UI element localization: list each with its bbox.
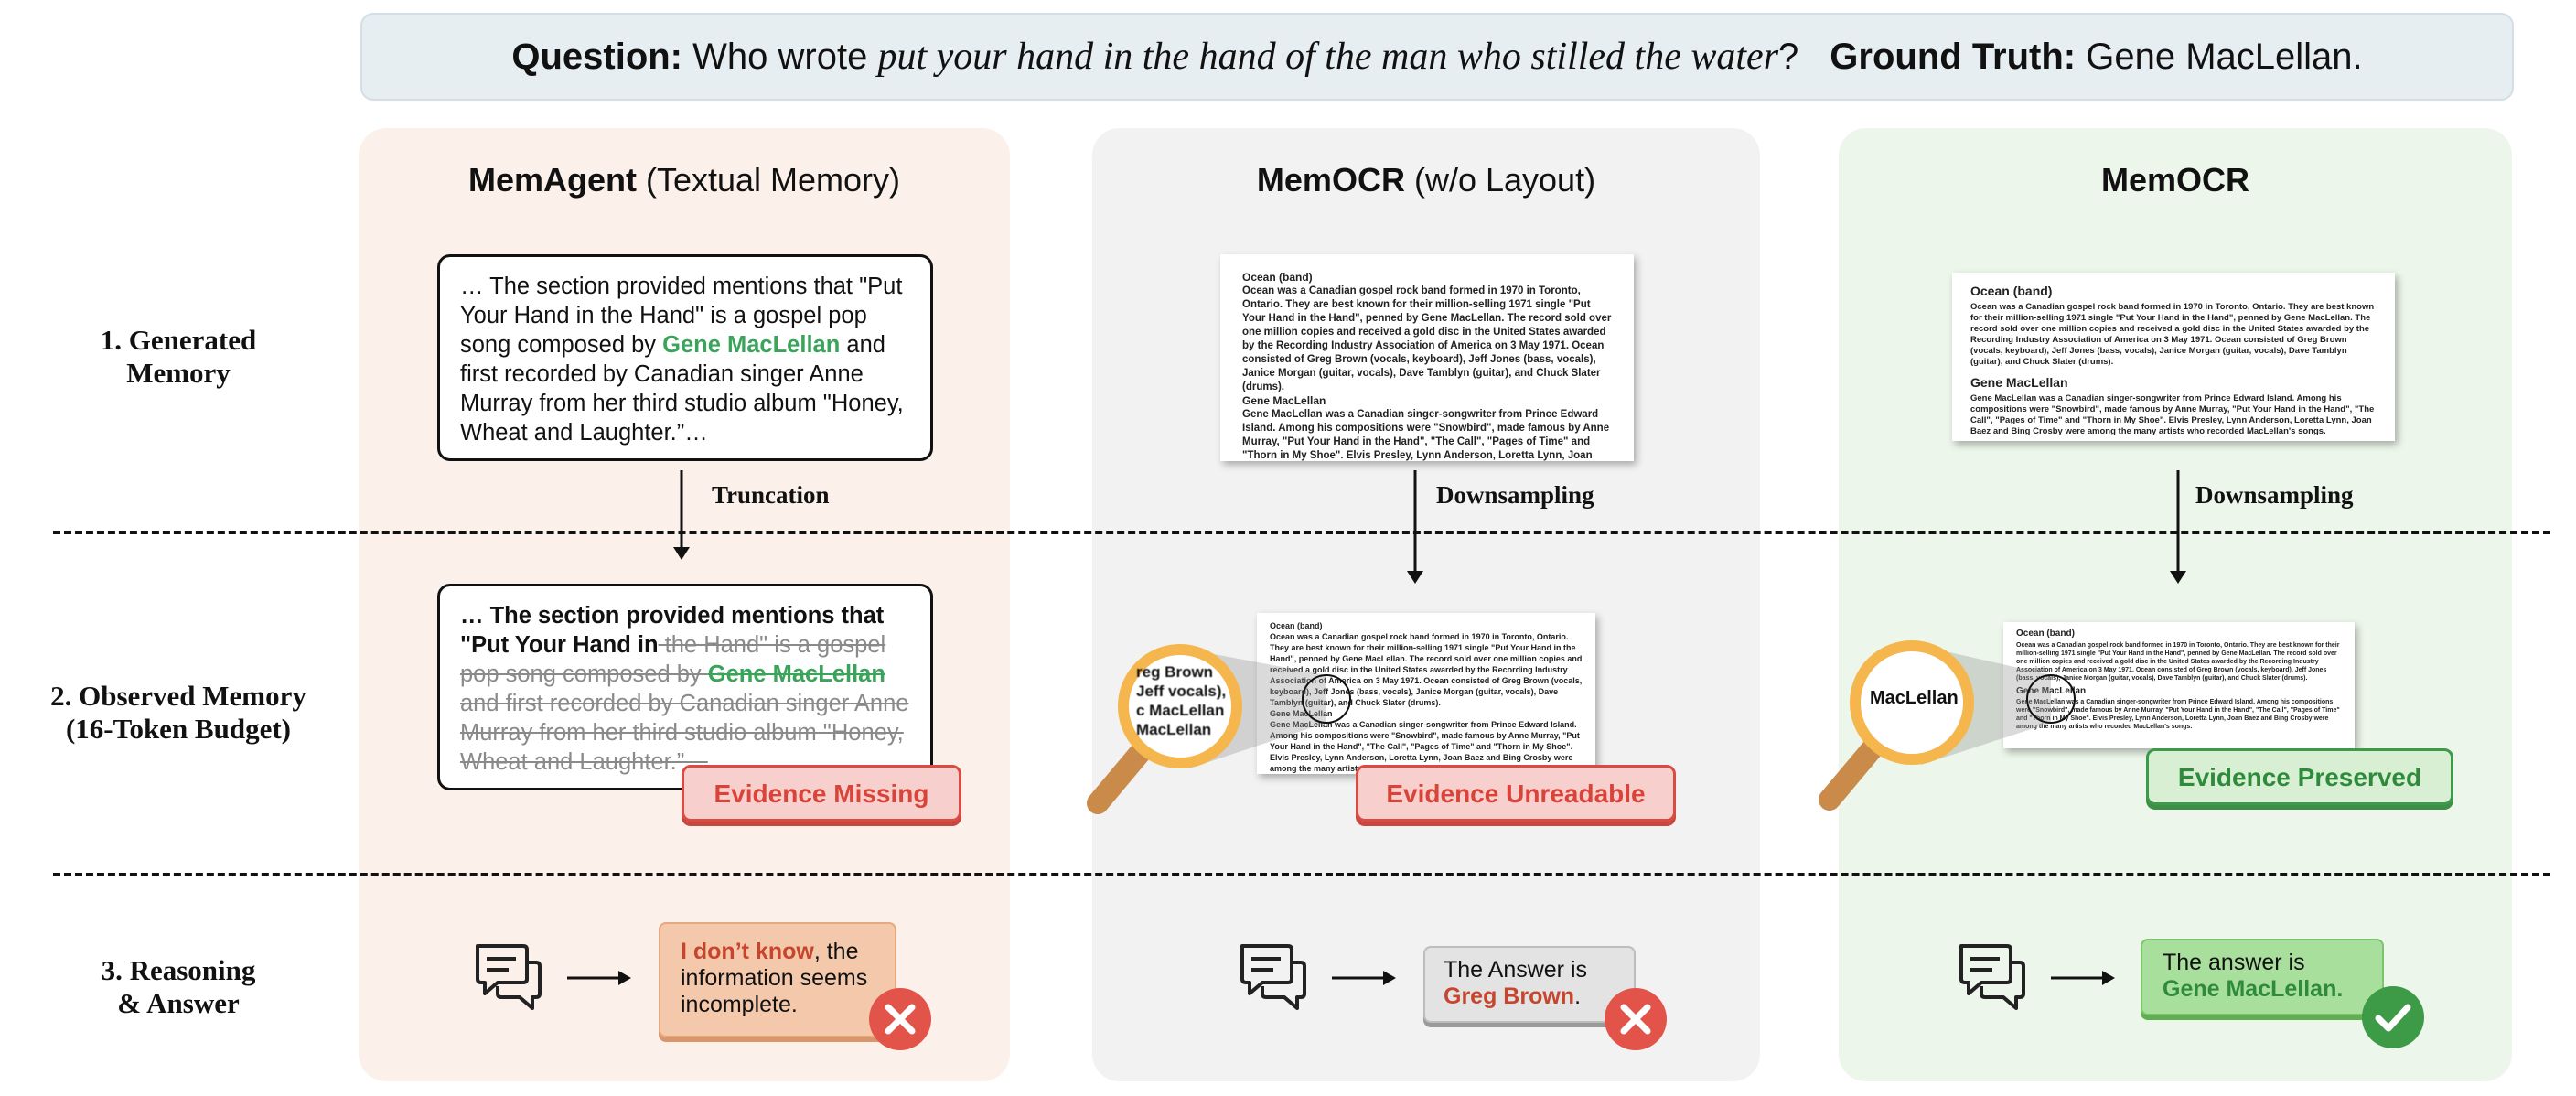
question-banner: Question: Who wrote put your hand in the… — [360, 13, 2514, 101]
magnifier-icon — [1087, 644, 1351, 814]
question-suffix: ? — [1778, 37, 1799, 77]
answer-card: I don’t know, the information seems inco… — [659, 922, 896, 1037]
question-prefix: Who wrote — [692, 37, 868, 77]
truncation-label: Truncation — [712, 481, 830, 509]
x-circle-icon — [869, 988, 931, 1050]
chat-bubbles-icon — [476, 944, 542, 1010]
evidence-unreadable-badge: Evidence Unreadable — [1356, 765, 1676, 822]
row-label-observed-memory: 2. Observed Memory(16-Token Budget) — [50, 680, 306, 745]
row-divider — [53, 531, 2550, 534]
chat-bubbles-icon — [1959, 944, 2025, 1010]
x-circle-icon — [1605, 988, 1667, 1050]
check-circle-icon — [2362, 986, 2424, 1048]
row-divider — [53, 873, 2550, 876]
zoomed-blurry-text: reg Brown Jeff vocals), c MacLellan MacL… — [1136, 663, 1227, 738]
ground-truth-label: Ground Truth: — [1830, 36, 2077, 77]
downsampling-arrow — [2170, 470, 2186, 584]
observed-memory-image: Ocean (band) Ocean was a Canadian gospel… — [2003, 622, 2355, 748]
panel-title-memocr: MemOCR — [2100, 161, 2250, 199]
panel-title-memocr-no-layout: MemOCR (w/o Layout) — [1256, 161, 1596, 199]
evidence-preserved-badge: Evidence Preserved — [2146, 748, 2453, 805]
question-quote: put your hand in the hand of the man who… — [877, 36, 1779, 78]
generated-memory-image: Ocean (band) Ocean was a Canadian gospel… — [1952, 273, 2395, 441]
panel-title-memagent: MemAgent (Textual Memory) — [467, 161, 901, 199]
answer-card: The Answer is Greg Brown. — [1423, 946, 1636, 1023]
answer-card: The answer is Gene MacLellan. — [2141, 939, 2384, 1015]
truncation-arrow — [673, 470, 690, 560]
magnifier-icon — [1819, 640, 2076, 811]
observed-memory-image: Ocean (band) Ocean was a Canadian gospel… — [1257, 613, 1595, 774]
generated-memory-image: Ocean (band) Ocean was a Canadian gospel… — [1220, 254, 1634, 461]
arrow-right-icon — [567, 971, 631, 985]
question-label: Question: — [511, 37, 683, 77]
ground-truth-value: Gene MacLellan. — [2086, 36, 2363, 77]
arrow-right-icon — [2051, 971, 2115, 985]
downsampling-label: Downsampling — [1436, 481, 1594, 509]
chat-bubbles-icon — [1240, 944, 1306, 1010]
downsampling-arrow — [1407, 470, 1423, 584]
evidence-missing-badge: Evidence Missing — [682, 765, 961, 822]
arrow-right-icon — [1332, 971, 1396, 985]
observed-memory-text: … The section provided mentions that "Pu… — [437, 584, 933, 790]
zoomed-clear-text: MacLellan — [1870, 688, 1959, 708]
downsampling-label: Downsampling — [2195, 481, 2354, 509]
generated-memory-text: … The section provided mentions that "Pu… — [437, 254, 933, 461]
row-label-reasoning-answer: 3. Reasoning& Answer — [101, 954, 256, 1019]
